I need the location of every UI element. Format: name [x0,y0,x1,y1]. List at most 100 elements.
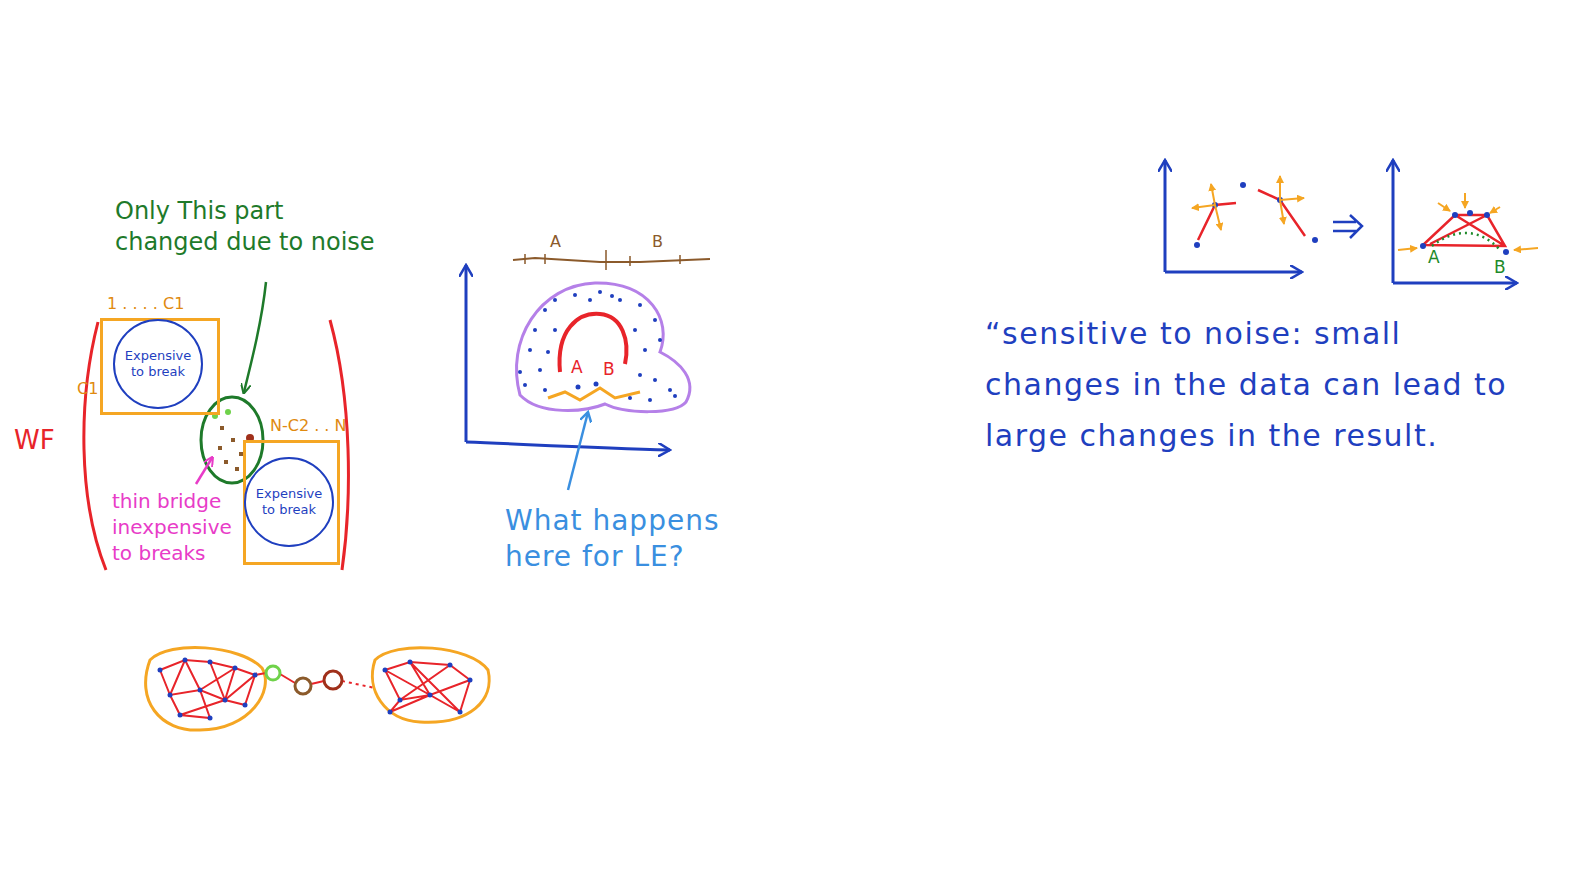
graph-sketch-part-part [208,660,213,665]
noise-plots-part-part [1467,210,1473,216]
noise-plots-part-part [1484,212,1490,218]
question-text: What happens here for LE? [505,503,795,576]
note-text: Only This part changed due to noise [115,196,380,258]
note-text: thin bridge inexpensive to breaks [112,488,242,566]
manifold-plot-part-part [553,328,557,332]
graph-sketch-part-part [243,703,248,708]
node-text: Expensive to break [251,486,327,519]
manifold-plot-part-part [653,378,657,382]
graph-sketch-part-part [448,663,453,668]
noise-plots-part [1393,282,1517,285]
graph-sketch-part [160,660,470,718]
noise-plots-part [1392,160,1395,283]
quote-text: “sensitive to noise: small changes in th… [985,308,1520,461]
graph-sketch-part-part [208,716,213,721]
manifold-plot-part [548,388,640,400]
graph-sketch-part-part [233,666,238,671]
manifold-plot-part-part [673,394,677,398]
matrix-block: N-C2 . . NExpensive to break [243,440,340,565]
manifold-plot-part-part [553,298,557,302]
graph-sketch-part [146,648,266,731]
graph-sketch-part [372,648,489,723]
manifold-plot-part [466,442,670,450]
node-text: Expensive to break [120,348,196,381]
noise-plots-part-part [1211,184,1215,205]
noise-plots-part-part [1438,203,1450,211]
noise-plots-part-part [1398,248,1417,250]
manifold-plot-part [518,290,677,402]
point-label: B [603,358,615,380]
noise-plots-part-part [1192,205,1215,208]
manifold-plot-part-part [594,382,599,387]
manifold-plot-part [525,250,680,270]
graph-sketch-part [295,678,311,694]
manifold-plot-part [465,265,468,442]
noise-plots-part-part [1464,193,1466,208]
manifold-plot-part-part [658,338,662,342]
noise-plots-part-part [1240,182,1246,188]
manifold-plot-part-part [528,348,532,352]
manifold-plot-part-part [618,298,622,302]
matrix-block: 1 . . . . C1C1Expensive to break [100,318,220,415]
graph-sketch-part-part [280,674,295,683]
manifold-plot-part-part [638,303,642,307]
graph-sketch-part-part [168,693,173,698]
graph-sketch-part-part [398,698,403,703]
noise-plots-part-part [1503,249,1509,255]
graph-sketch-part-part [408,660,413,665]
noise-region-part [218,446,222,450]
matrix-name: WF [14,424,55,458]
graph-sketch-part-part [428,693,433,698]
manifold-plot-part-part [576,385,581,390]
graph-sketch-part-part [253,673,258,678]
graph-sketch-part-part [342,681,375,688]
manifold-plot-part-part [638,373,642,377]
noise-plots-part [1333,215,1362,238]
graph-sketch-part-part [383,668,388,673]
noise-plots-part [1165,271,1302,274]
manifold-plot-part-part [610,294,614,298]
manifold-plot-part-part [643,348,647,352]
noise-plots-part [1423,215,1505,246]
leader-arrows-part [244,282,266,392]
leader-arrows-part [196,458,212,484]
matrix-brackets [84,320,349,570]
graph-sketch-part-part [311,681,324,684]
noise-plots-part [1192,176,1304,230]
noise-region-part [225,409,231,415]
noise-plots [1165,160,1538,283]
noise-plots-part-part [1280,200,1284,224]
noise-region-part [220,426,224,430]
manifold-plot-part-part [538,368,542,372]
manifold-plot-part-part [523,383,527,387]
manifold-plot-part-part [518,370,522,374]
graph-sketch-part [324,671,342,689]
noise-plots-part-part [1452,212,1458,218]
graph-sketch-part-part [468,678,473,683]
manifold-plot-part-part [543,308,547,312]
cluster-circle: Expensive to break [113,319,203,409]
manifold-plot-part-part [588,298,592,302]
graph-sketch-part-part [223,698,228,703]
noise-region-part [235,467,239,471]
point-label: B [1494,256,1506,278]
manifold-plot-part-part [573,293,577,297]
noise-plots-part-part [1194,242,1200,248]
point-label: A [1428,246,1440,268]
noise-plots-part-part [1279,176,1281,200]
block-index-label: N-C2 . . N [270,416,347,435]
manifold-plot-part-part [668,388,672,392]
graph-sketch-part-part [158,668,163,673]
manifold-plot-part-part [543,388,547,392]
graph-sketch-part-part [178,713,183,718]
noise-region-part [231,438,235,442]
noise-plots-part [1432,233,1500,250]
point-label: A [571,356,583,378]
noise-plots-part-part [1490,207,1500,213]
manifold-plot-part-part [648,398,652,402]
point-label: A [550,232,561,253]
manifold-plot-part [560,314,627,372]
noise-plots-part-part [1312,237,1318,243]
manifold-plot-part [517,283,690,412]
